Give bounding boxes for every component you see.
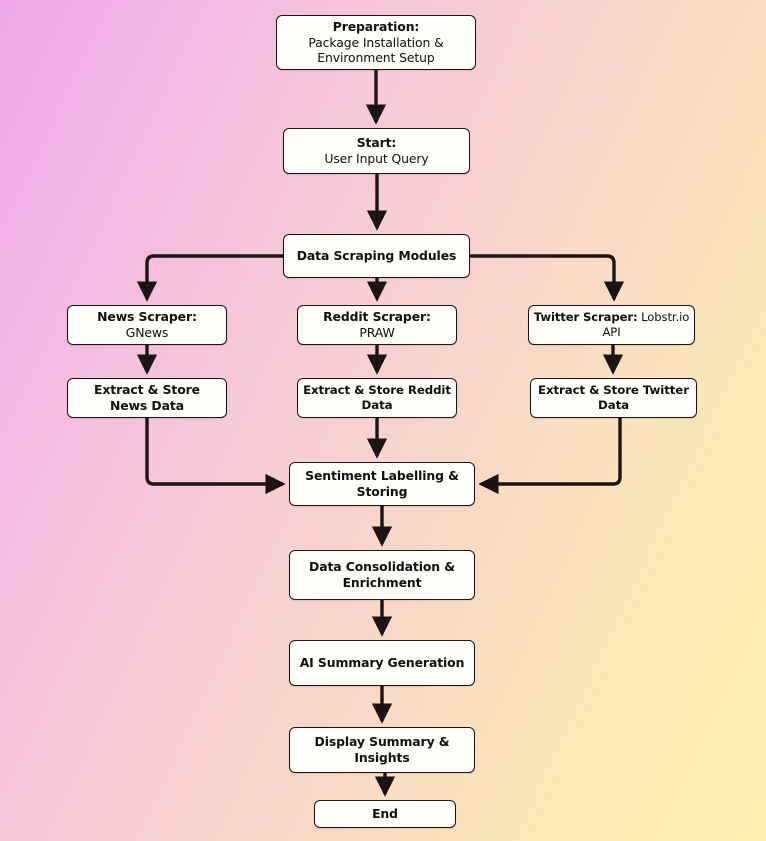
node-reddit-scraper-detail: PRAW bbox=[359, 325, 395, 340]
node-twitter-scraper-detail: Lobstr.io API bbox=[602, 310, 690, 339]
node-ai-summary-title: AI Summary Generation bbox=[299, 655, 465, 671]
node-sentiment-labelling[interactable]: Sentiment Labelling & Storing bbox=[289, 462, 475, 506]
node-twitter-scraper[interactable]: Twitter Scraper: Lobstr.io API bbox=[528, 305, 695, 345]
node-preparation-title: Preparation: bbox=[332, 18, 420, 34]
node-data-consolidation-title: Data Consolidation & Enrichment bbox=[309, 559, 455, 590]
edge-modules-to-twitter-scraper bbox=[470, 254, 625, 302]
node-news-scraper-title: News Scraper: bbox=[97, 309, 197, 325]
node-display-summary[interactable]: Display Summary & Insights bbox=[289, 727, 475, 773]
node-data-scraping-modules[interactable]: Data Scraping Modules bbox=[283, 234, 470, 278]
node-start-detail: User Input Query bbox=[324, 151, 429, 166]
node-ai-summary[interactable]: AI Summary Generation bbox=[289, 640, 475, 686]
node-news-scraper[interactable]: News Scraper: GNews bbox=[67, 305, 227, 345]
node-display-summary-title: Display Summary & Insights bbox=[314, 734, 450, 765]
node-data-consolidation[interactable]: Data Consolidation & Enrichment bbox=[289, 550, 475, 600]
node-extract-reddit-title: Extract & Store Reddit Data bbox=[303, 382, 451, 412]
node-twitter-scraper-title: Twitter Scraper: bbox=[533, 310, 638, 325]
edge-modules-to-news-scraper bbox=[136, 254, 283, 302]
node-preparation[interactable]: Preparation: Package Installation & Envi… bbox=[276, 15, 476, 70]
node-extract-news-title: Extract & Store News Data bbox=[94, 382, 200, 413]
node-data-scraping-modules-title: Data Scraping Modules bbox=[296, 248, 457, 264]
node-sentiment-labelling-title: Sentiment Labelling & Storing bbox=[305, 468, 459, 499]
node-extract-twitter-title: Extract & Store Twitter Data bbox=[538, 382, 689, 412]
node-extract-news[interactable]: Extract & Store News Data bbox=[67, 378, 227, 418]
node-start-title: Start: bbox=[356, 135, 397, 151]
node-extract-twitter[interactable]: Extract & Store Twitter Data bbox=[530, 378, 697, 418]
node-extract-reddit[interactable]: Extract & Store Reddit Data bbox=[297, 378, 457, 418]
node-news-scraper-detail: GNews bbox=[125, 325, 169, 340]
node-reddit-scraper[interactable]: Reddit Scraper: PRAW bbox=[297, 305, 457, 345]
node-end-title: End bbox=[372, 806, 398, 822]
node-preparation-detail: Package Installation & Environment Setup bbox=[308, 34, 444, 66]
edge-extract-news-to-sentiment bbox=[145, 418, 286, 495]
node-reddit-scraper-title: Reddit Scraper: bbox=[323, 309, 431, 325]
node-start[interactable]: Start: User Input Query bbox=[283, 128, 470, 174]
node-end[interactable]: End bbox=[314, 800, 456, 828]
edge-extract-twitter-to-sentiment bbox=[478, 418, 622, 495]
